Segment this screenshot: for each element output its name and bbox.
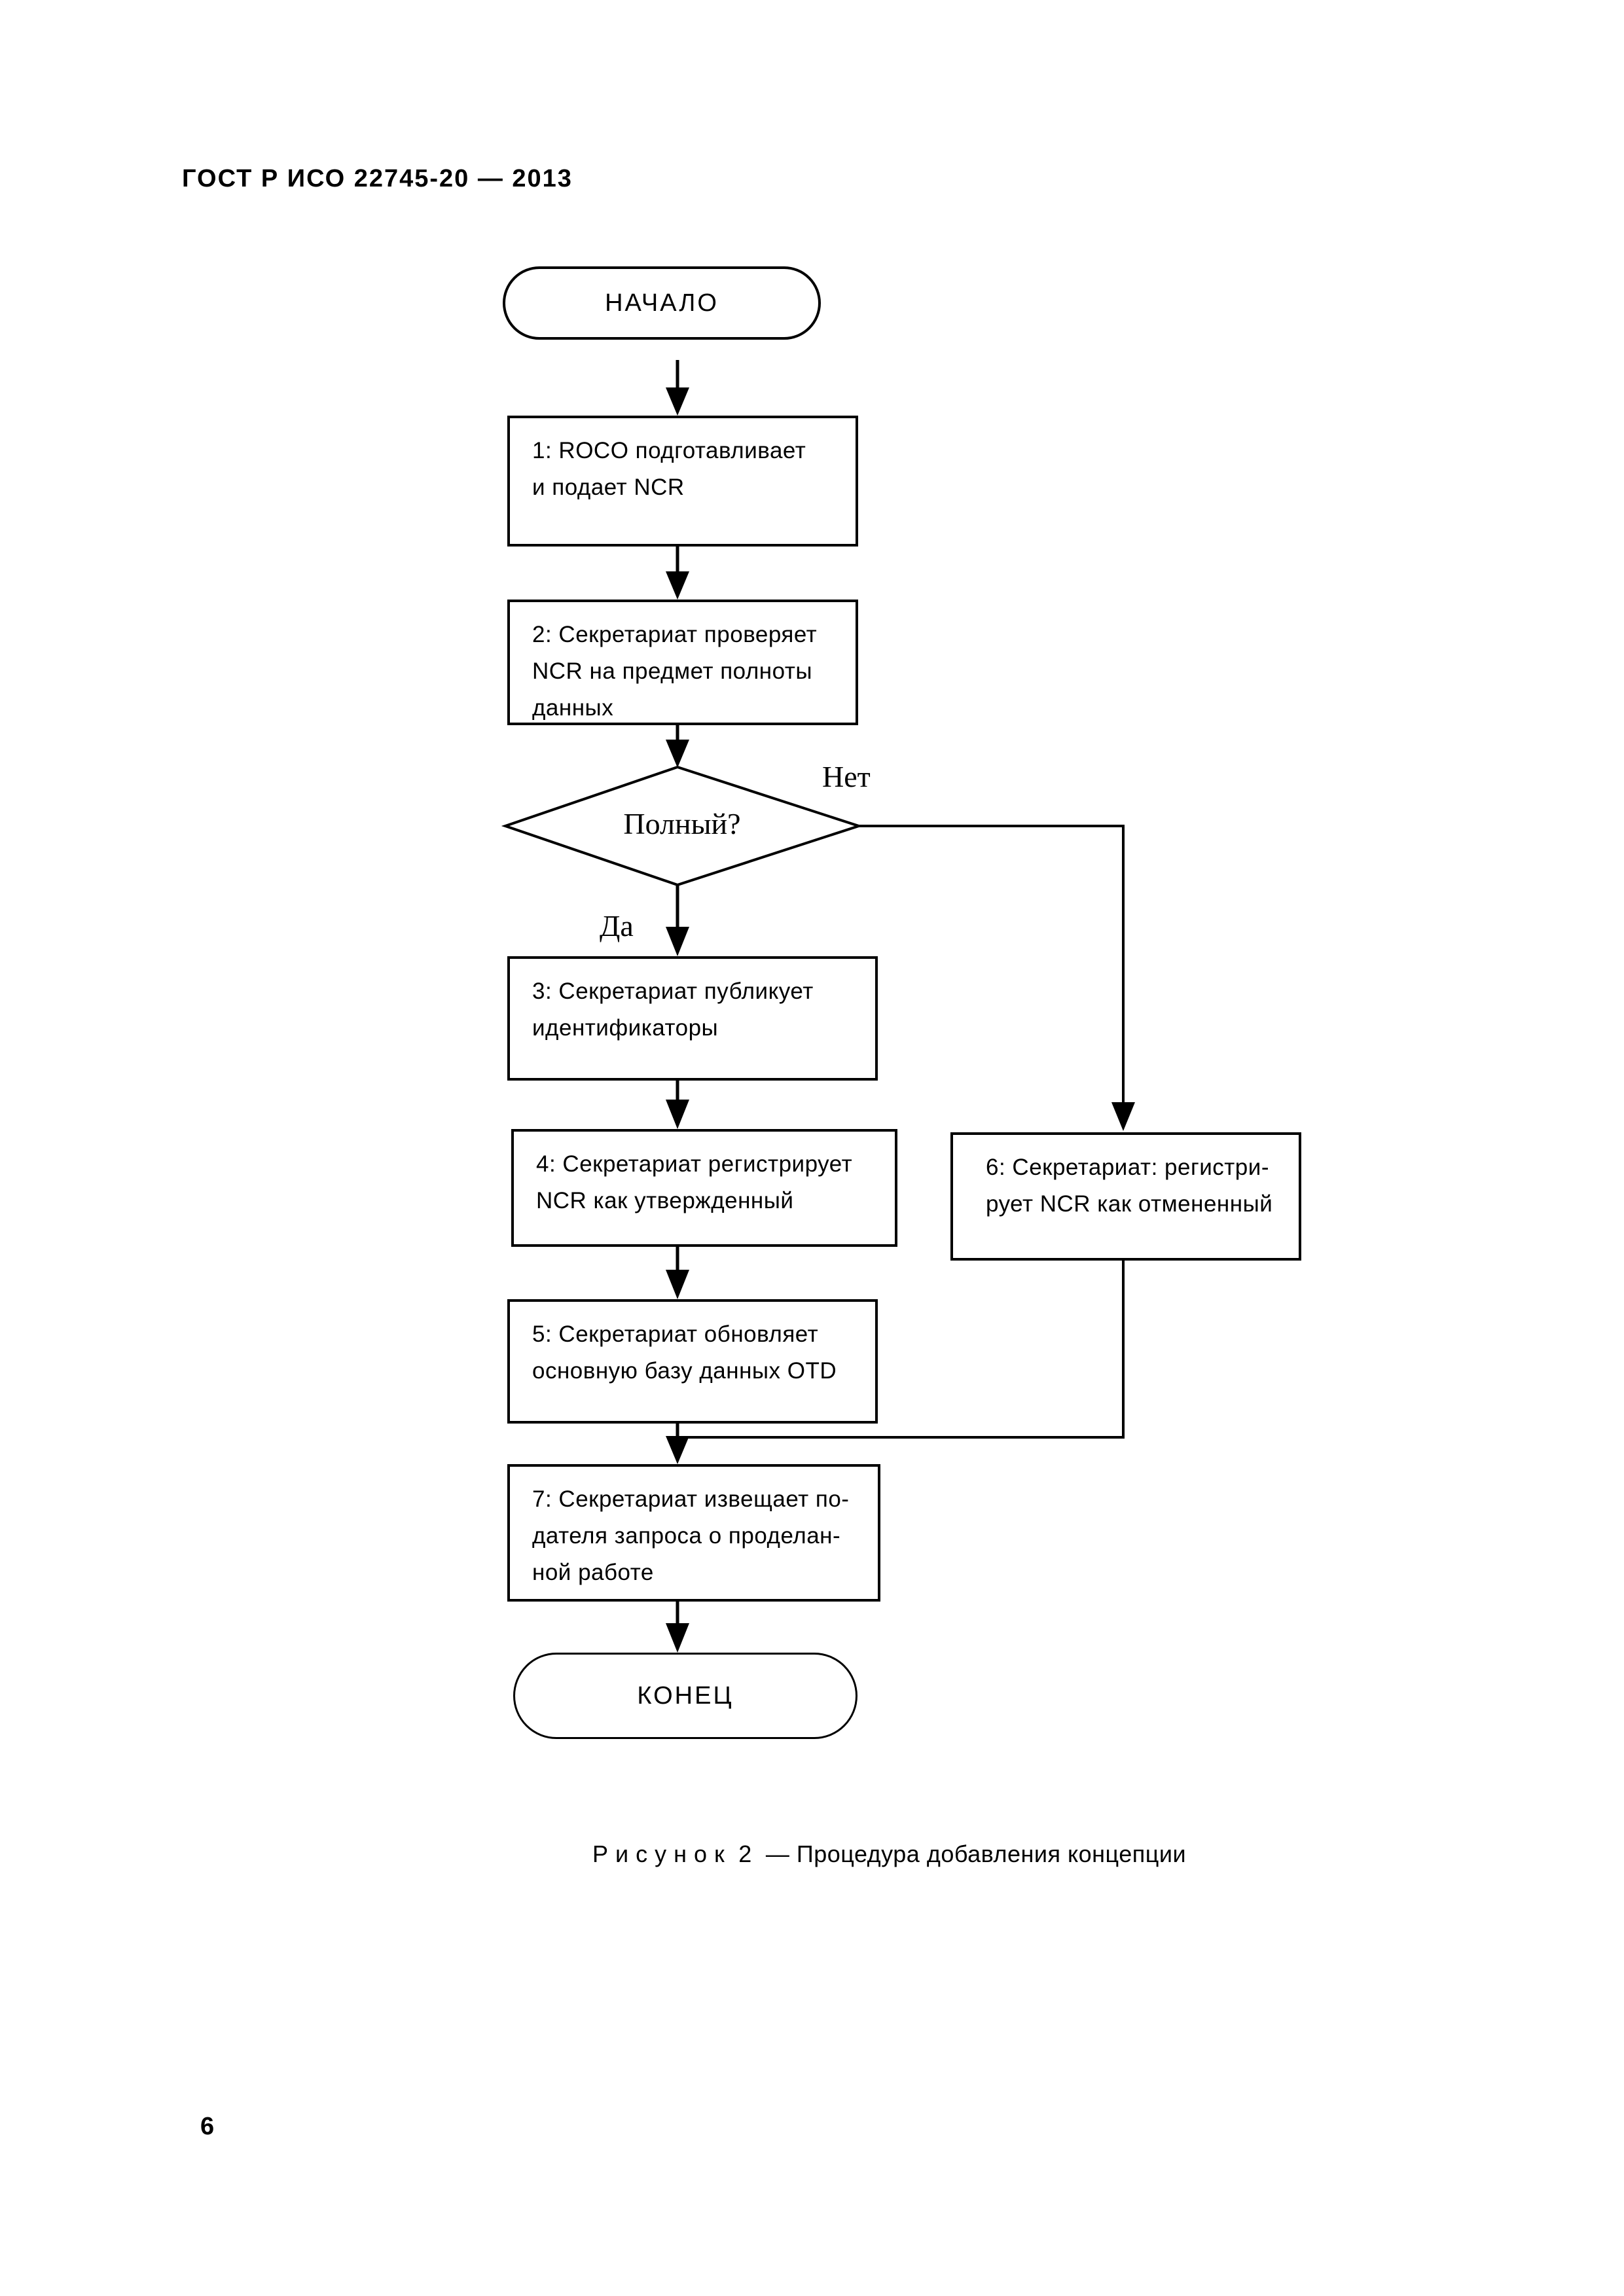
arrowhead-end xyxy=(666,1623,689,1653)
flow-step-4: 4: Секретариат регистрирует NCR как утве… xyxy=(511,1129,897,1247)
flow-step-2: 2: Секретариат проверяет NCR на предмет … xyxy=(507,600,858,725)
page-number: 6 xyxy=(200,2113,215,2140)
arrowhead-decision xyxy=(666,740,689,768)
connector-decision-step6 xyxy=(859,825,1125,1105)
figure-caption: Р и с у н о к 2 — Процедура добавления к… xyxy=(592,1840,1187,1867)
flow-step-6: 6: Секретариат: регистри- рует NCR как о… xyxy=(950,1132,1301,1261)
arrowhead-step5 xyxy=(666,1270,689,1299)
decision-question-label: Полный? xyxy=(623,807,741,840)
connector-step6-merge xyxy=(677,1261,1125,1439)
flow-step-1: 1: ROCO подготавливает и подает NCR xyxy=(507,416,858,547)
arrowhead-step6 xyxy=(1111,1102,1135,1131)
arrowhead-step1 xyxy=(666,387,689,416)
document-header: ГОСТ Р ИСО 22745-20 — 2013 xyxy=(182,165,573,192)
arrowhead-step7 xyxy=(666,1436,689,1464)
arrowhead-step2 xyxy=(666,571,689,600)
flow-step-5: 5: Секретариат обновляет основную базу д… xyxy=(507,1299,878,1424)
arrowhead-step4 xyxy=(666,1100,689,1129)
flow-start-node: НАЧАЛО xyxy=(503,266,821,340)
decision-no-label: Нет xyxy=(822,760,871,793)
flow-step-3: 3: Секретариат публикует идентификаторы xyxy=(507,956,878,1081)
decision-diamond xyxy=(501,765,863,887)
flow-end-node: КОНЕЦ xyxy=(513,1653,857,1739)
arrowhead-step3 xyxy=(666,927,689,956)
decision-yes-label: Да xyxy=(600,909,634,942)
flow-step-7: 7: Секретариат извещает по- дателя запро… xyxy=(507,1464,880,1602)
